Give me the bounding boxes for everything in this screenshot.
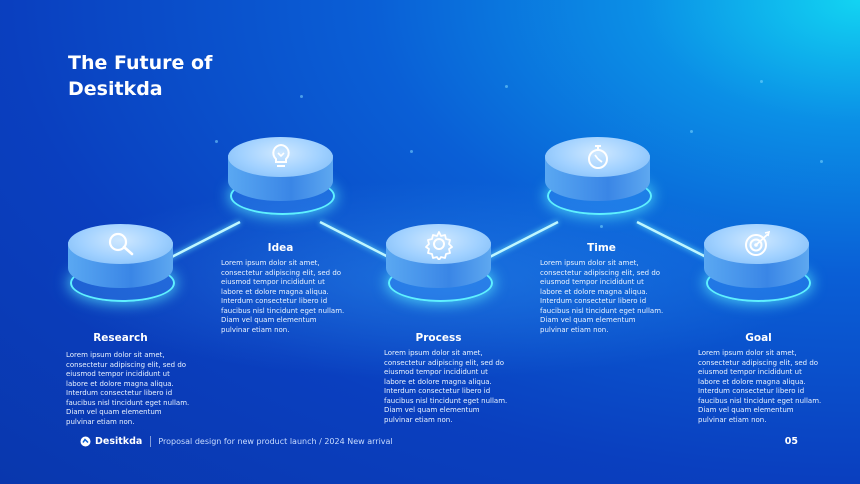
- lightbulb-icon: [271, 143, 290, 167]
- footer-tagline: Proposal design for new product launch /…: [158, 437, 393, 446]
- footer-brand: Desitkda: [95, 436, 143, 447]
- step-disc: [68, 224, 175, 308]
- sparkle-dot: [300, 95, 303, 98]
- page-title: The Future of Desitkda: [68, 52, 213, 100]
- step-label: Process: [415, 332, 462, 344]
- brand-logo-icon: [80, 436, 91, 447]
- gear-icon: [424, 231, 453, 260]
- step-description: Lorem ipsum dolor sit amet, consectetur …: [66, 351, 190, 426]
- step-goal: [704, 224, 811, 308]
- step-description: Lorem ipsum dolor sit amet, consectetur …: [221, 259, 345, 334]
- sparkle-dot: [760, 80, 763, 83]
- sparkle-dot: [215, 140, 218, 143]
- footer-divider: [150, 436, 152, 447]
- page-number: 05: [784, 436, 798, 447]
- step-disc: [545, 137, 652, 221]
- step-disc: [704, 224, 811, 308]
- sparkle-dot: [120, 60, 123, 63]
- step-idea: [228, 137, 335, 221]
- step-description: Lorem ipsum dolor sit amet, consectetur …: [384, 349, 508, 424]
- sparkle-dot: [410, 150, 413, 153]
- sparkle-dot: [505, 85, 508, 88]
- sparkle-dot: [600, 225, 603, 228]
- step-label: Time: [587, 242, 616, 254]
- target-icon: [744, 230, 770, 256]
- sparkle-dot: [820, 160, 823, 163]
- sparkle-dot: [690, 130, 693, 133]
- step-description: Lorem ipsum dolor sit amet, consectetur …: [698, 349, 822, 424]
- step-process: [386, 224, 493, 308]
- step-research: [68, 224, 175, 308]
- magnifier-icon: [108, 232, 133, 256]
- step-label: Idea: [267, 242, 294, 254]
- footer: Desitkda Proposal design for new product…: [80, 436, 393, 447]
- step-time: [545, 137, 652, 221]
- step-label: Goal: [745, 332, 772, 344]
- stopwatch-icon: [587, 145, 608, 169]
- step-disc: [228, 137, 335, 221]
- step-disc: [386, 224, 493, 308]
- step-description: Lorem ipsum dolor sit amet, consectetur …: [540, 259, 664, 334]
- step-label: Research: [93, 332, 148, 344]
